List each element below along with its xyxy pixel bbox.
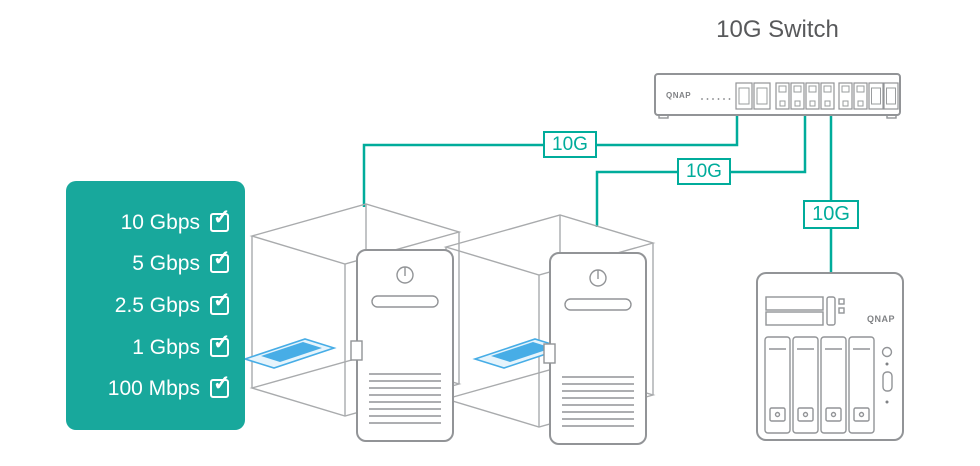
pcie-slot xyxy=(543,343,556,364)
speed-label: 5 Gbps xyxy=(132,252,200,276)
lcd-display xyxy=(765,296,824,311)
speed-row-5gbps: 5 Gbps ✓ xyxy=(66,248,245,276)
speed-row-2-5gbps: 2.5 Gbps ✓ xyxy=(66,290,245,317)
speed-panel: 10 Gbps ✓ 5 Gbps ✓ 2.5 Gbps ✓ 1 Gbps ✓ 1… xyxy=(66,181,245,430)
speed-row-1gbps: 1 Gbps ✓ xyxy=(66,332,245,359)
led-indicators xyxy=(701,98,731,100)
switch-graphic: QNAP xyxy=(654,73,901,119)
drive-slot xyxy=(564,298,632,311)
speed-label: 10 Gbps xyxy=(120,210,200,234)
checkbox-icon: ✓ xyxy=(210,207,231,232)
drive-slot xyxy=(371,295,439,308)
link-label-pc1: 10G xyxy=(543,131,597,158)
link-label-pc2: 10G xyxy=(677,158,731,185)
pc-tower-1 xyxy=(350,249,454,442)
lcd-buttons xyxy=(826,296,836,326)
nas-brand-label: QNAP xyxy=(867,314,895,324)
pc-tower-2 xyxy=(543,252,647,445)
pcie-slot xyxy=(350,340,363,361)
switch-title: 10G Switch xyxy=(716,16,839,43)
checkbox-icon: ✓ xyxy=(210,373,231,399)
nas-graphic: QNAP xyxy=(756,272,904,441)
checkbox-icon: ✓ xyxy=(210,290,231,315)
drive-bays xyxy=(764,336,875,434)
speed-label: 1 Gbps xyxy=(132,335,200,359)
speed-label: 100 Mbps xyxy=(107,377,200,401)
usb-port xyxy=(882,371,893,392)
network-card-1 xyxy=(242,338,337,369)
speed-row-100mbps: 100 Mbps ✓ xyxy=(66,373,245,401)
speed-row-10gbps: 10 Gbps ✓ xyxy=(66,207,245,234)
nas-front-controls xyxy=(881,346,893,404)
switch-ports xyxy=(735,82,899,110)
link-label-nas: 10G xyxy=(803,200,859,229)
vent-grille xyxy=(369,373,441,424)
switch-brand-label: QNAP xyxy=(666,91,691,100)
checkbox-icon: ✓ xyxy=(210,248,231,274)
nas-power-button-icon xyxy=(881,346,893,358)
checkbox-icon: ✓ xyxy=(210,332,231,357)
speed-label: 2.5 Gbps xyxy=(114,293,200,317)
vent-grille xyxy=(562,376,634,427)
